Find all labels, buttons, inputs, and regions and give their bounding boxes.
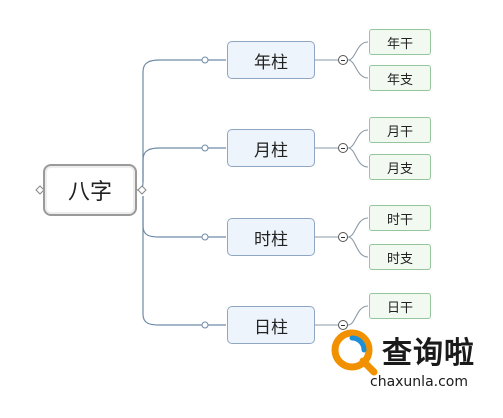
connector-branch-3-leaves — [314, 217, 369, 258]
connector-branch-4-leaves — [314, 305, 369, 326]
leaf-node-year-branch[interactable]: 年支 — [369, 65, 431, 91]
leaf-label: 时支 — [386, 251, 413, 267]
branch-label: 时柱 — [254, 229, 288, 250]
magnifier-logo-icon — [331, 329, 378, 376]
watermark: 查询啦 chaxunla.com — [330, 328, 498, 404]
leaf-label: 月干 — [386, 124, 413, 140]
watermark-title: 查询啦 — [382, 336, 475, 371]
leaf-node-year-stem[interactable]: 年干 — [369, 29, 431, 55]
branch-label: 月柱 — [254, 140, 288, 161]
leaf-node-month-stem[interactable]: 月干 — [369, 117, 431, 143]
branch-node-month-pillar[interactable]: 月柱 — [227, 129, 315, 167]
leaf-node-hour-branch[interactable]: 时支 — [369, 244, 431, 270]
collapse-toggle-icon[interactable] — [338, 55, 348, 65]
watermark-url: chaxunla.com — [370, 374, 468, 390]
branch-label: 年柱 — [254, 52, 288, 73]
connector-root-trunk — [136, 59, 226, 191]
leaf-node-month-branch[interactable]: 月支 — [369, 154, 431, 180]
leaf-label: 时干 — [386, 212, 413, 228]
leaf-label: 年支 — [386, 72, 413, 88]
connector-root-branch-2 — [142, 147, 226, 182]
leaf-label: 月支 — [386, 161, 413, 177]
branch-node-year-pillar[interactable]: 年柱 — [227, 41, 315, 79]
root-node[interactable]: 八字 — [43, 164, 137, 216]
joint-dot — [201, 233, 209, 241]
joint-dot — [201, 144, 209, 152]
collapse-toggle-icon[interactable] — [338, 143, 348, 153]
leaf-label: 年干 — [386, 36, 413, 52]
connector-root-branch-4 — [142, 196, 226, 326]
leaf-node-hour-stem[interactable]: 时干 — [369, 205, 431, 231]
connector-root-branch-3 — [142, 196, 226, 238]
branch-label: 日柱 — [254, 317, 288, 338]
branch-node-hour-pillar[interactable]: 时柱 — [227, 218, 315, 256]
collapse-toggle-icon[interactable] — [338, 320, 348, 330]
leaf-node-day-stem[interactable]: 日干 — [369, 293, 431, 319]
branch-node-day-pillar[interactable]: 日柱 — [227, 306, 315, 344]
connector-branch-1-leaves — [314, 41, 369, 79]
connector-branch-2-leaves — [314, 129, 369, 168]
collapse-toggle-icon[interactable] — [338, 232, 348, 242]
root-handle-right-icon[interactable] — [137, 185, 147, 195]
joint-dot — [201, 56, 209, 64]
leaf-label: 日干 — [386, 300, 413, 316]
joint-dot — [201, 321, 209, 329]
root-label: 八字 — [67, 180, 112, 205]
